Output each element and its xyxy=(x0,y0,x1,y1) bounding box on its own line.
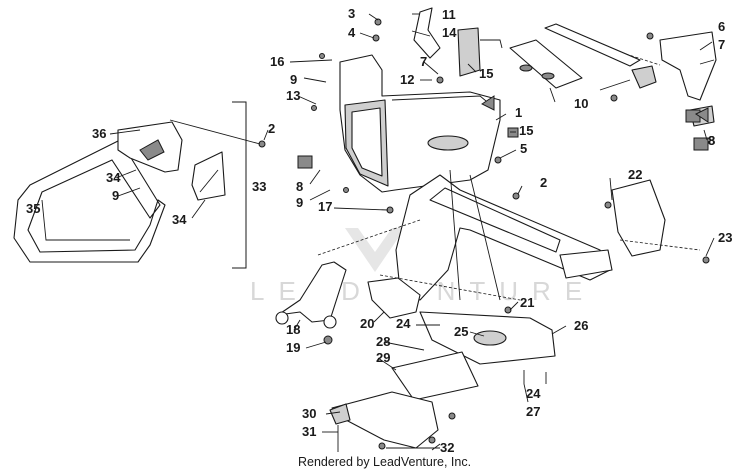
callout-34: 34 xyxy=(106,170,121,185)
callout-11: 11 xyxy=(442,7,456,22)
callouts: 1 2 2 3 4 5 6 7 7 8 8 8 9 9 9 10 11 12 1… xyxy=(26,6,732,455)
front-mount xyxy=(367,277,421,319)
callout-15: 15 xyxy=(519,123,533,138)
callout-30: 30 xyxy=(302,406,316,421)
callout-1: 1 xyxy=(515,105,522,120)
callout-20: 20 xyxy=(360,316,374,331)
front-bumper xyxy=(13,139,166,263)
callout-2: 2 xyxy=(540,175,547,190)
callout-26: 26 xyxy=(574,318,588,333)
skid-plate-lower xyxy=(419,311,556,365)
steering-bracket xyxy=(413,7,503,77)
front-bulkhead xyxy=(339,54,501,193)
callout-13: 13 xyxy=(286,88,300,103)
callout-29: 29 xyxy=(376,350,390,365)
callout-8: 8 xyxy=(708,133,715,148)
callout-21: 21 xyxy=(520,295,534,310)
callout-17: 17 xyxy=(318,199,332,214)
callout-8: 8 xyxy=(708,133,715,148)
callout-8: 8 xyxy=(296,179,303,194)
right-mount-bracket xyxy=(611,179,701,257)
callout-24: 24 xyxy=(396,316,411,331)
group-bracket-33 xyxy=(232,101,247,269)
callout-14: 14 xyxy=(442,25,457,40)
callout-28: 28 xyxy=(376,334,390,349)
callout-18: 18 xyxy=(286,322,300,337)
tow-hook xyxy=(275,261,347,329)
callout-12: 12 xyxy=(400,72,414,87)
callout-5: 5 xyxy=(520,141,527,156)
callout-24: 24 xyxy=(526,386,541,401)
callout-7: 7 xyxy=(718,37,725,52)
callout-33: 33 xyxy=(252,179,266,194)
callout-16: 16 xyxy=(270,54,284,69)
callout-31: 31 xyxy=(302,424,316,439)
callout-32: 32 xyxy=(440,440,454,455)
callout-36: 36 xyxy=(92,126,106,141)
belly-pan xyxy=(391,351,479,401)
callout-25: 25 xyxy=(454,324,468,339)
callout-4: 4 xyxy=(348,25,356,40)
callout-9: 9 xyxy=(296,195,303,210)
callout-2: 2 xyxy=(268,121,275,136)
callout-9: 9 xyxy=(112,188,119,203)
callout-23: 23 xyxy=(718,230,732,245)
callout-6: 6 xyxy=(718,19,725,34)
bumper-bracket-upper xyxy=(117,121,183,173)
callout-7: 7 xyxy=(420,54,427,69)
callout-27: 27 xyxy=(526,404,540,419)
callout-15: 15 xyxy=(479,66,493,81)
bumper-bracket-lower xyxy=(191,151,226,201)
callout-3: 3 xyxy=(348,6,355,21)
skid-plate-upper xyxy=(509,39,583,89)
lower-guard xyxy=(329,391,439,452)
callout-22: 22 xyxy=(628,167,642,182)
callout-34: 34 xyxy=(172,212,187,227)
callout-9: 9 xyxy=(290,72,297,87)
callout-35: 35 xyxy=(26,201,40,216)
footer-credit: Rendered by LeadVenture, Inc. xyxy=(298,455,471,469)
leader-lines xyxy=(109,13,715,451)
callout-19: 19 xyxy=(286,340,300,355)
callout-10: 10 xyxy=(574,96,588,111)
